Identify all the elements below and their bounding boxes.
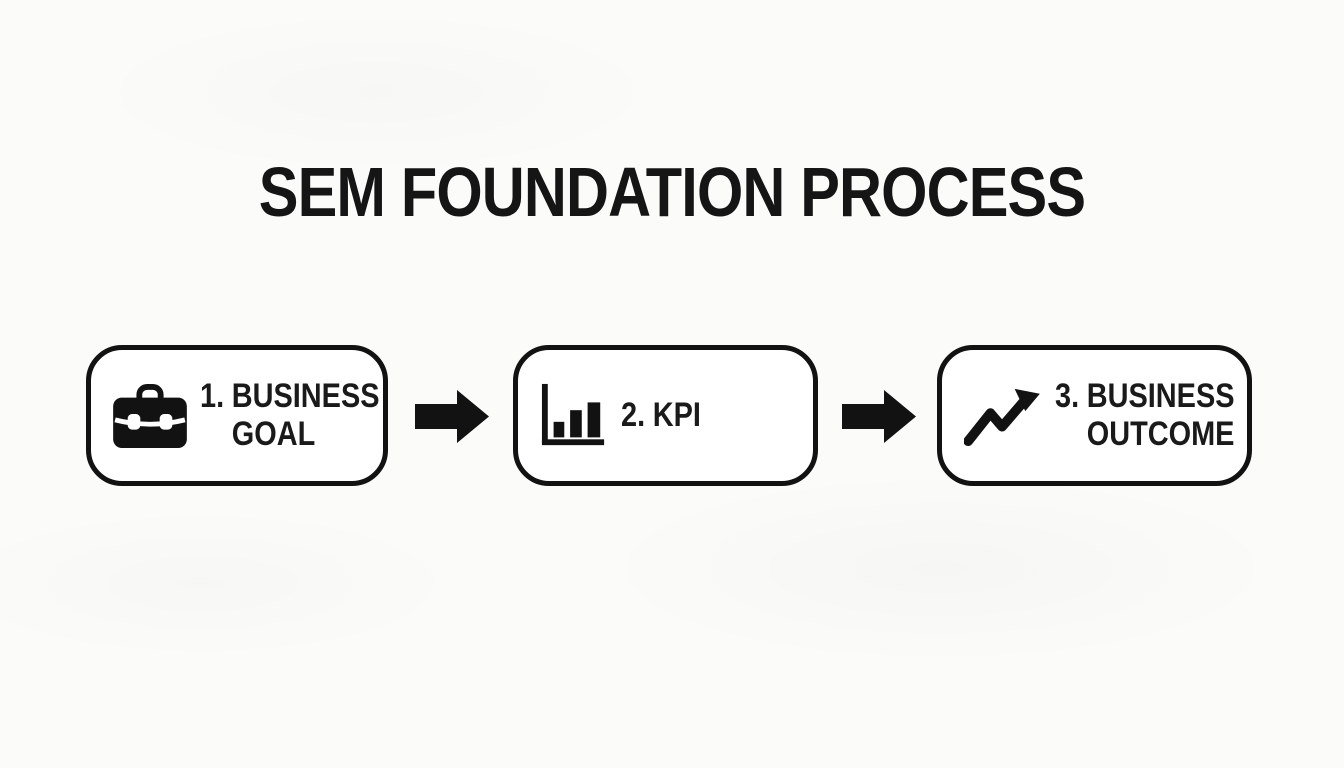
step-label-kpi: 2. KPI <box>621 395 701 434</box>
step-text: BUSINESS GOAL <box>231 377 380 453</box>
arrow-right-icon <box>415 390 489 443</box>
arrow-right-icon <box>842 390 916 443</box>
trending-up-icon <box>964 388 1040 446</box>
page-title: SEM FOUNDATION PROCESS <box>258 153 1086 231</box>
step-box-business-outcome: 3. BUSINESS OUTCOME <box>937 345 1252 486</box>
step-text: KPI <box>652 395 701 434</box>
bar-chart-icon <box>541 383 605 445</box>
step-number: 1. <box>200 377 225 416</box>
briefcase-icon <box>113 383 187 448</box>
step-box-kpi: 2. KPI <box>513 345 818 486</box>
step-number: 3. <box>1055 377 1080 416</box>
step-text: BUSINESS OUTCOME <box>1086 377 1235 453</box>
step-label-business-goal: 1. BUSINESS GOAL <box>200 377 380 453</box>
step-box-business-goal: 1. BUSINESS GOAL <box>86 345 388 486</box>
step-number: 2. <box>621 395 646 434</box>
step-label-business-outcome: 3. BUSINESS OUTCOME <box>1055 377 1235 453</box>
